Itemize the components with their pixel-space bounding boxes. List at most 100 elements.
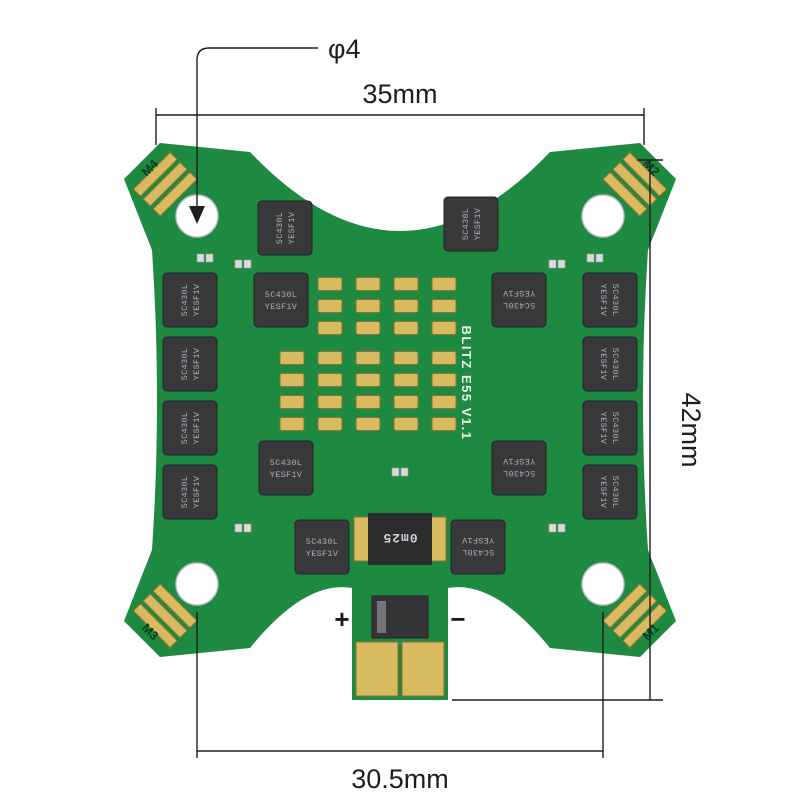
- smd-pad: [431, 321, 457, 335]
- mosfet-chip: 5C430L YESF1V: [294, 519, 350, 575]
- mosfet-body: [162, 400, 218, 456]
- mosfet-body: [258, 440, 314, 496]
- motor-pads-top-left: [132, 151, 198, 217]
- mosfet-label-line1: 5C430L: [180, 412, 190, 444]
- smd-pad: [317, 277, 343, 291]
- smd-pad: [317, 417, 343, 431]
- motor-pads-bottom-left: [132, 583, 198, 649]
- smd-pad: [393, 417, 419, 431]
- smd-pad: [355, 321, 381, 335]
- smd-pad: [431, 417, 457, 431]
- passive-pad: [595, 253, 604, 263]
- motor-pads-top-right: [602, 151, 668, 217]
- mosfet-body: [257, 200, 313, 256]
- shunt-resistor: 0m25: [353, 513, 447, 565]
- mosfet-label-line1: 5C430L: [180, 348, 190, 380]
- mosfet-label-line1: 5C430L: [462, 547, 494, 557]
- smd-pad: [317, 395, 343, 409]
- smd-pad: [279, 417, 305, 431]
- shunt-body: [368, 513, 432, 565]
- mosfet-label-line2: YESF1V: [598, 412, 608, 445]
- passive-pad: [548, 523, 557, 533]
- smd-pad: [355, 351, 381, 365]
- side-height-label: 42mm: [676, 392, 706, 467]
- smd-pad: [393, 321, 419, 335]
- mounting-hole-bottom-left: [175, 562, 219, 606]
- smd-pad: [431, 277, 457, 291]
- mosfet-label-line2: YESF1V: [287, 211, 297, 244]
- mosfet-label-line1: 5C430L: [270, 458, 302, 468]
- passive-component: [234, 259, 252, 269]
- smd-pad: [431, 299, 457, 313]
- mosfet-body: [582, 464, 638, 520]
- mosfet-body: [294, 519, 350, 575]
- smd-pad: [431, 395, 457, 409]
- mounting-hole-top-right: [581, 194, 625, 238]
- motor-pads-bottom-right: [602, 583, 668, 649]
- passive-pad: [243, 259, 252, 269]
- mosfet-label-line2: YESF1V: [461, 535, 494, 545]
- dimension-annotations: φ4 35mm 42mm 30.5mm: [155, 34, 706, 794]
- smd-pad: [355, 373, 381, 387]
- mosfet-body: [491, 272, 547, 328]
- mosfet-label-line2: YESF1V: [306, 549, 339, 559]
- mosfet-label-line2: YESF1V: [192, 475, 202, 508]
- smd-pad: [355, 417, 381, 431]
- smd-pad: [393, 373, 419, 387]
- model-silkscreen: BLITZ E55 V1.1: [459, 326, 474, 441]
- mosfet-chip: 5C430L YESF1V: [450, 519, 506, 575]
- smd-pad: [355, 395, 381, 409]
- passive-pad: [400, 467, 409, 477]
- mosfet-body: [491, 440, 547, 496]
- smd-pad: [393, 351, 419, 365]
- bottom-width-label: 30.5mm: [351, 764, 449, 794]
- mosfet-label-line1: 5C430L: [610, 412, 620, 444]
- passive-pad: [234, 523, 243, 533]
- mosfet-label-line1: 5C430L: [275, 212, 285, 244]
- diode-stripe: [377, 601, 386, 633]
- smd-pad: [393, 299, 419, 313]
- leader-arrow-icon: [189, 206, 205, 224]
- motor-pad: [142, 161, 188, 207]
- passive-component: [548, 523, 566, 533]
- shunt-terminal: [429, 516, 447, 562]
- mosfet-body: [253, 272, 309, 328]
- mosfet-label-line1: 5C430L: [306, 537, 338, 547]
- smd-pad: [279, 373, 305, 387]
- smd-pad: [431, 373, 457, 387]
- passive-pad: [586, 253, 595, 263]
- mosfet-label-line2: YESF1V: [502, 456, 535, 466]
- mosfet-label-line1: 5C430L: [180, 476, 190, 508]
- mosfet-label-line1: 5C430L: [265, 290, 297, 300]
- motor-pad: [602, 583, 648, 629]
- motor-pad: [622, 151, 668, 197]
- mosfet-label-line2: YESF1V: [598, 476, 608, 509]
- smd-pad: [317, 299, 343, 313]
- battery-pad-positive: [355, 641, 399, 697]
- shunt-terminal: [353, 516, 371, 562]
- smd-pad: [393, 395, 419, 409]
- passive-pad: [391, 467, 400, 477]
- mosfet-label-line1: 5C430L: [503, 468, 535, 478]
- motor-pad: [152, 583, 198, 629]
- passive-component: [586, 253, 604, 263]
- mosfet-label-line1: 5C430L: [610, 476, 620, 508]
- passive-pad: [243, 523, 252, 533]
- top-width-label: 35mm: [362, 79, 437, 109]
- motor-pad: [132, 603, 178, 649]
- passive-pad: [205, 253, 214, 263]
- smd-pad: [393, 277, 419, 291]
- mosfet-label-line1: 5C430L: [503, 300, 535, 310]
- leader-line: [196, 47, 318, 206]
- passive-pad: [557, 523, 566, 533]
- motor-pad: [612, 593, 658, 639]
